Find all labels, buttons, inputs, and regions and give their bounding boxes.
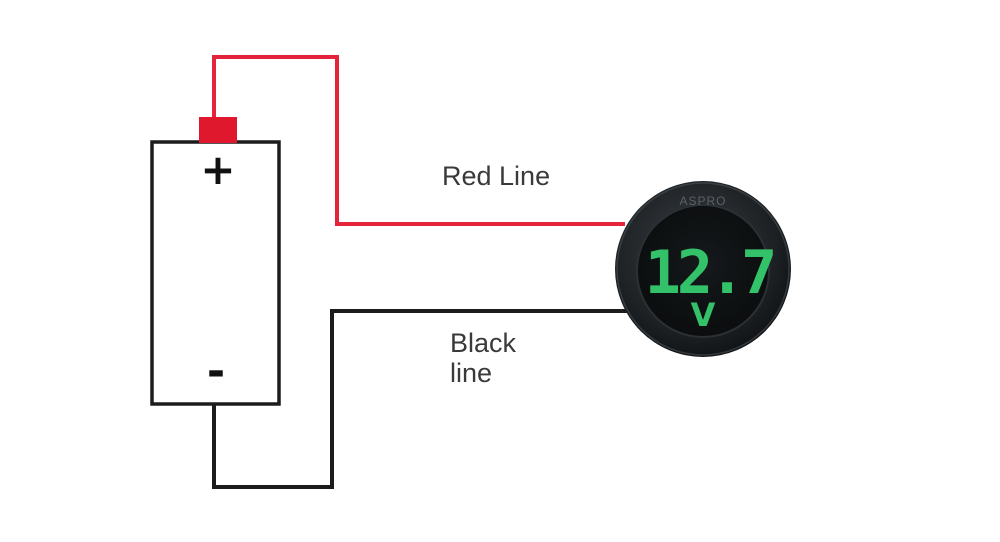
battery-negative-symbol: - — [207, 346, 225, 397]
black-line-label: Black line — [450, 328, 516, 388]
black-line-label-line-2: line — [450, 358, 493, 388]
battery-positive-terminal — [199, 117, 237, 143]
red-line-label: Red Line — [442, 161, 551, 191]
voltmeter-screen — [636, 204, 770, 338]
voltmeter: ASPRO 12.7 V — [615, 181, 791, 357]
black-wire — [212, 309, 628, 489]
red-wire — [212, 55, 625, 226]
battery-positive-symbol: + — [200, 145, 235, 194]
voltmeter-reading: 12.7 — [645, 238, 774, 308]
voltmeter-brand: ASPRO — [679, 194, 726, 208]
voltmeter-unit: V — [691, 296, 716, 334]
battery-body — [150, 140, 281, 406]
black-line-label-line-1: Black — [450, 328, 517, 358]
voltmeter-bezel-ring — [616, 182, 790, 356]
